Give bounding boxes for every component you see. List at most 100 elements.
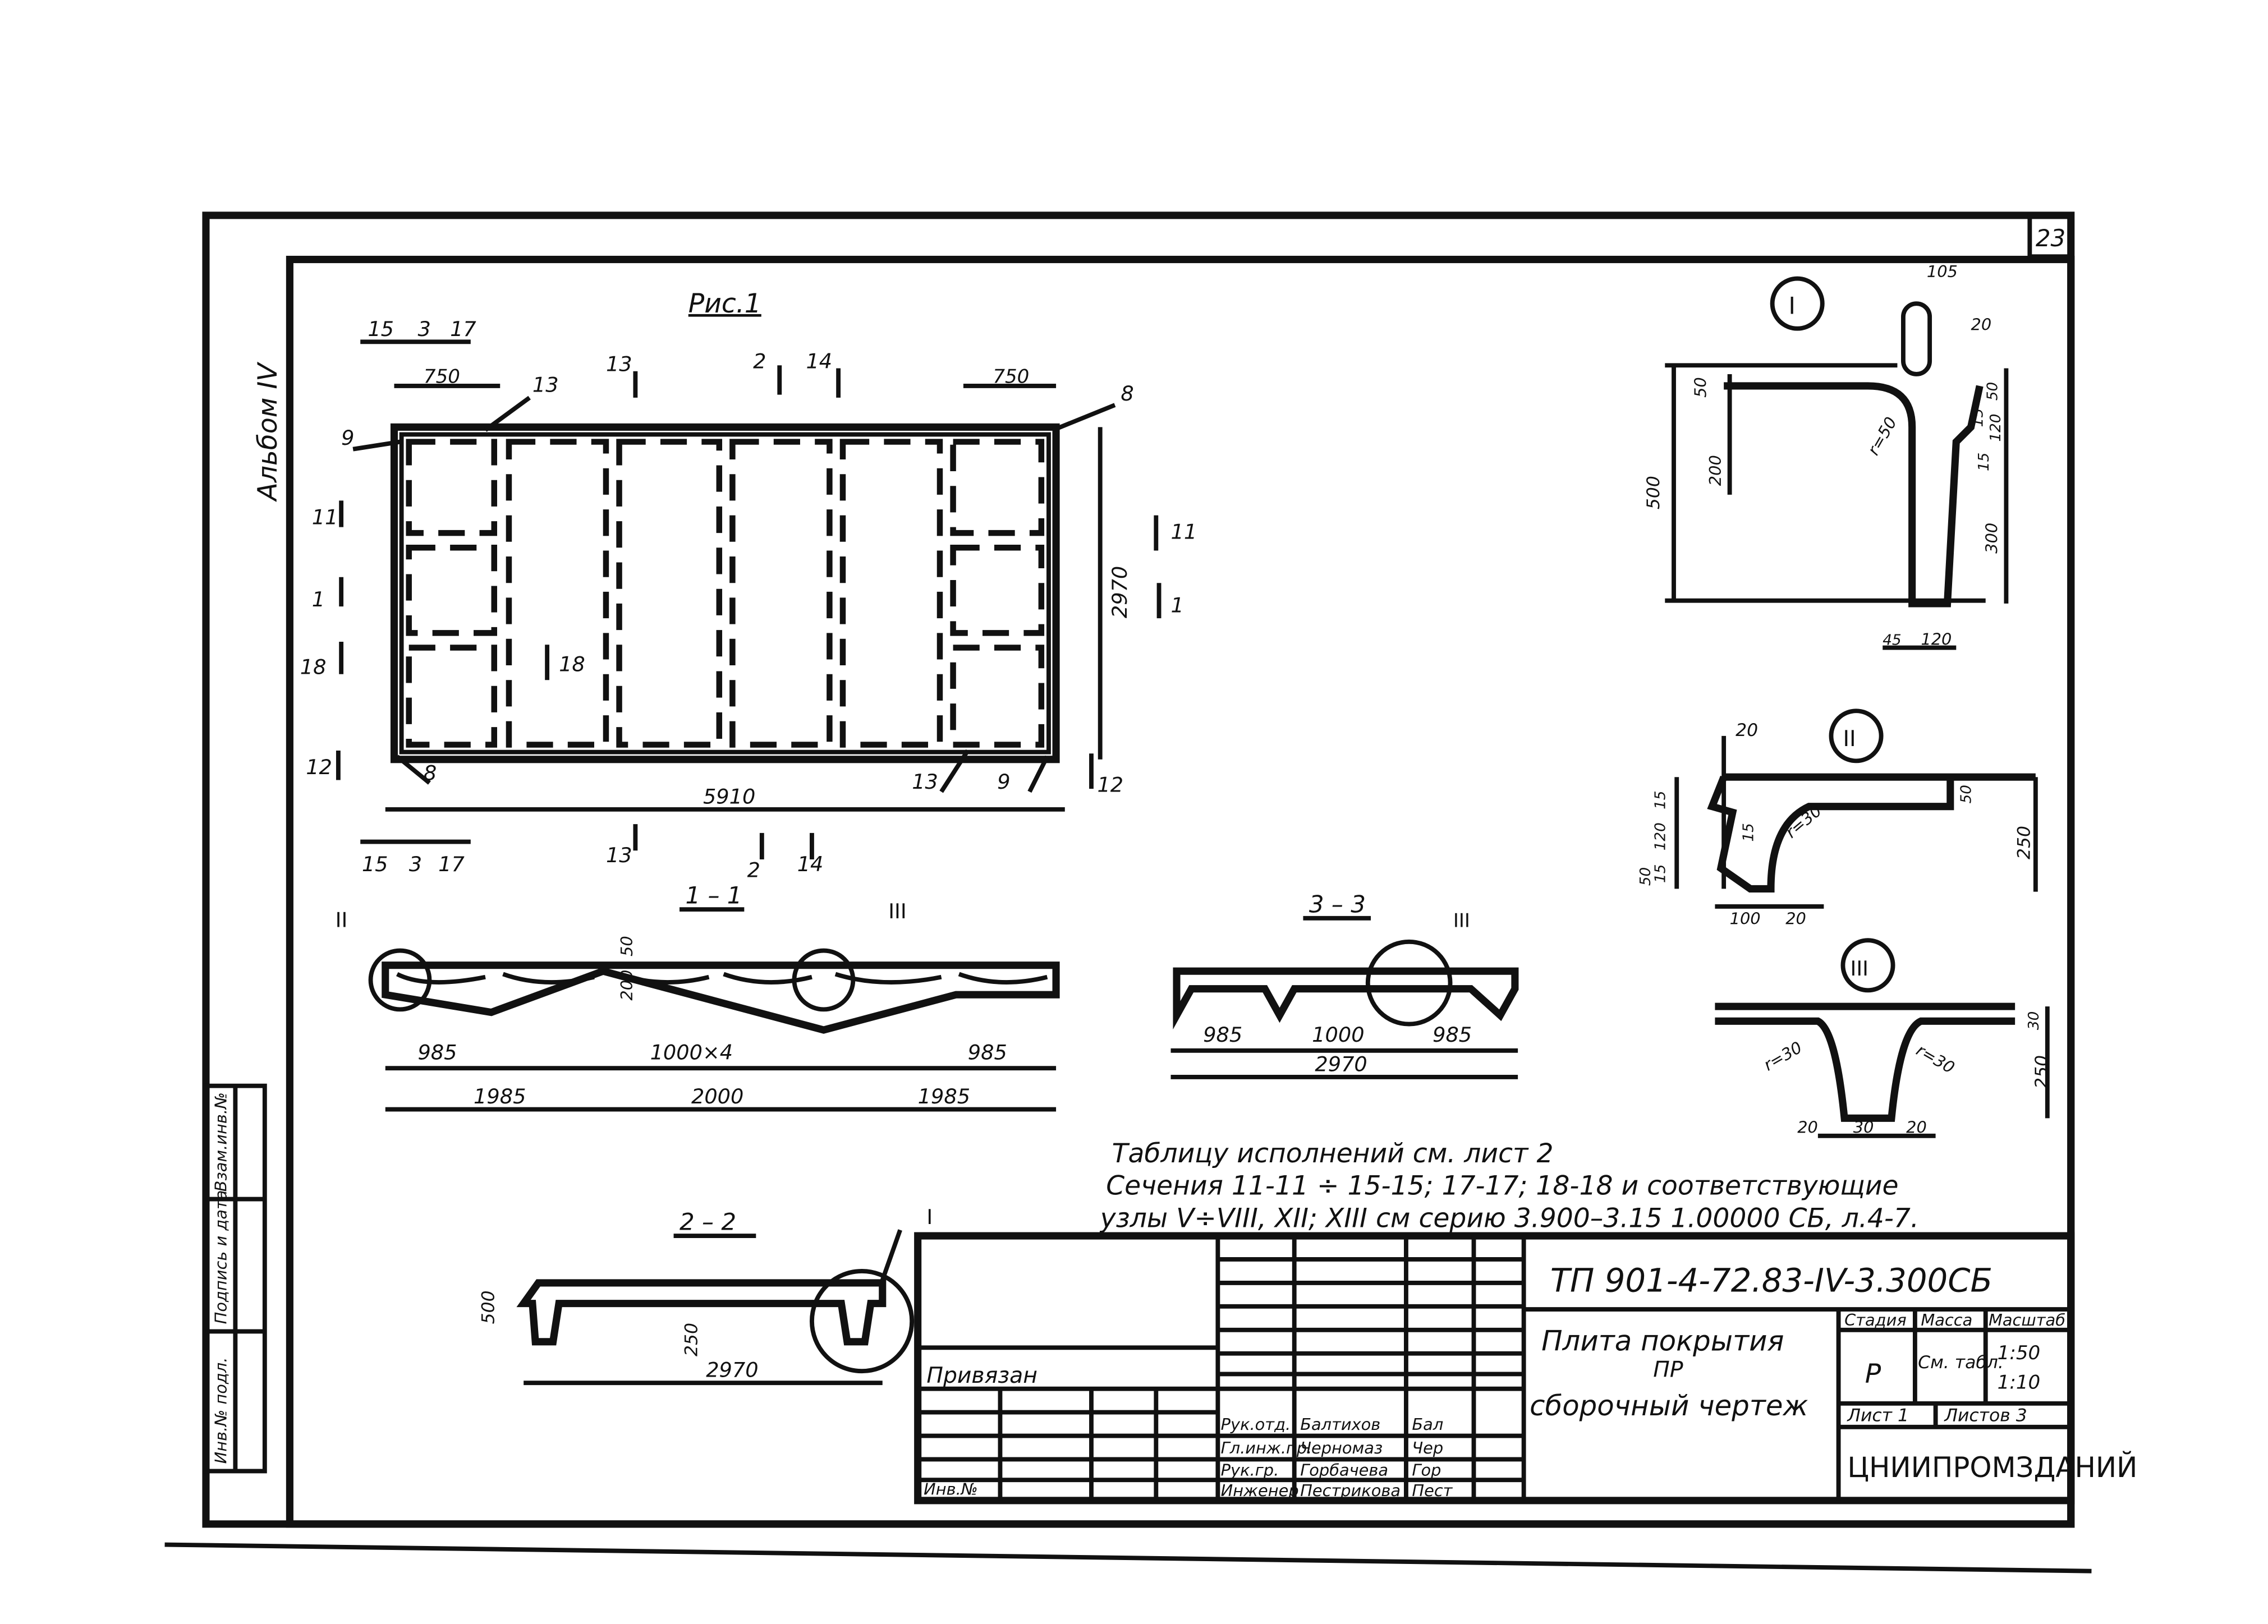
notes: Таблицу исполнений см. лист 2 Сечения 11… bbox=[1099, 1138, 1919, 1234]
node-III-radius-right: r=30 bbox=[1913, 1041, 1958, 1078]
person-name: Пестрикова bbox=[1300, 1481, 1401, 1500]
plan-bottom-mark: 15 bbox=[362, 852, 388, 876]
section-2-2-bottom-dim: 2970 bbox=[706, 1358, 758, 1382]
scale-2: 1:10 bbox=[1998, 1372, 2041, 1394]
plan-callout: 9 bbox=[997, 770, 1010, 794]
side-stamp-sign: Подпись и дата bbox=[212, 1190, 231, 1324]
leader-line bbox=[396, 755, 431, 785]
side-stamp-replace: Взам.инв.№ bbox=[212, 1092, 231, 1191]
signature: Бал bbox=[1412, 1415, 1443, 1434]
person-name: Черномаз bbox=[1300, 1438, 1383, 1457]
section-3-3-top-dim: 1000 bbox=[1312, 1023, 1364, 1047]
node-II-dim: 50 bbox=[1637, 867, 1654, 886]
plan-callout: 9 bbox=[341, 426, 354, 450]
plan-cell bbox=[839, 439, 943, 748]
sheet-label: Лист 1 bbox=[1847, 1405, 1909, 1425]
node-mark-circle-III bbox=[1365, 939, 1453, 1027]
plan-section-mark-right: 11 bbox=[1171, 520, 1197, 544]
node-I-dim: 300 bbox=[1982, 523, 2001, 554]
sheet-edge-line bbox=[164, 1542, 2092, 1574]
name-line3: сборочный чертеж bbox=[1530, 1390, 1808, 1422]
side-stamp: Инв.№ подл. Подпись и дата Взам.инв.№ bbox=[204, 1083, 267, 1474]
node-III-radius-left: r=30 bbox=[1760, 1038, 1805, 1075]
signature: Гор bbox=[1412, 1460, 1441, 1479]
plan-cell bbox=[616, 439, 723, 748]
section-2-2-height-dim: 250 bbox=[681, 1323, 701, 1356]
node-I-dim: 200 bbox=[1706, 455, 1725, 486]
plan-top-section-label: 2 bbox=[753, 349, 766, 373]
section-3-3-bottom-dim: 2970 bbox=[1315, 1052, 1367, 1076]
plan-section-mark-right: 1 bbox=[1171, 594, 1184, 618]
plan-outline bbox=[390, 423, 1060, 763]
signature: Пест bbox=[1412, 1481, 1453, 1500]
plan-cell bbox=[950, 439, 1045, 536]
plan-bottom-section-label: 2 bbox=[747, 858, 760, 882]
leader-line bbox=[1052, 403, 1116, 433]
section-1-1-height-dim: 200 bbox=[617, 970, 636, 1001]
node-II-dim: 15 bbox=[1741, 823, 1757, 841]
node-mark-circle-III bbox=[792, 948, 856, 1012]
note-line: узлы V÷VIII, XII; XIII см серию 3.900–3.… bbox=[1099, 1203, 1919, 1234]
plan-bottom-section-label: 13 bbox=[606, 843, 632, 867]
plan-cell bbox=[406, 545, 497, 636]
node-II-dim: 50 bbox=[1958, 785, 1975, 803]
plan-edge-dim-right: 750 bbox=[993, 366, 1029, 388]
node-III: III 30 250 20 30 20 r=30 r=30 bbox=[1715, 938, 2052, 1138]
plan-top-mark: 15 bbox=[368, 317, 394, 341]
plan-section-mark-left: 1 bbox=[312, 587, 325, 611]
plan-callout: 8 bbox=[1121, 381, 1133, 406]
node-II-dim: 15 bbox=[1652, 864, 1669, 883]
role: Рук.отд. bbox=[1221, 1415, 1291, 1434]
plan-cell bbox=[950, 545, 1045, 636]
plan-cell bbox=[406, 645, 497, 748]
node-II-label: II bbox=[1843, 726, 1856, 752]
person-name: Горбачева bbox=[1300, 1460, 1388, 1479]
node-I-label: I bbox=[1788, 292, 1795, 320]
col-scale: Масштаб bbox=[1989, 1310, 2065, 1329]
node-III-profile bbox=[1715, 1002, 2016, 1122]
node-I-dim: 20 bbox=[1971, 315, 1992, 334]
node-II-dim: 15 bbox=[1652, 791, 1669, 809]
section-1-1-outline bbox=[382, 961, 1060, 1034]
plan-bottom-mark: 17 bbox=[438, 852, 465, 876]
inv-no-label: Инв.№ bbox=[924, 1479, 978, 1498]
section-1-1-top-dim: 985 bbox=[968, 1040, 1007, 1064]
section-1-1-bottom-dim: 2000 bbox=[691, 1084, 743, 1108]
section-1-1-bottom-dim: 1985 bbox=[918, 1084, 970, 1108]
node-I-dim: 120 bbox=[1987, 414, 2004, 442]
node-II-dim: 20 bbox=[1736, 720, 1758, 740]
node-III-dim: 30 bbox=[1853, 1118, 1874, 1137]
leader-line bbox=[484, 395, 531, 432]
node-II-circle bbox=[1829, 709, 1884, 763]
plan-inner-mark: 18 bbox=[559, 652, 585, 676]
plan-inner-outline bbox=[399, 432, 1051, 755]
section-3-3-top-dim: 985 bbox=[1203, 1023, 1242, 1047]
sheets-label: Листов 3 bbox=[1944, 1405, 2027, 1425]
plan-bottom-section-label: 14 bbox=[797, 852, 824, 876]
node-mark-circle-II bbox=[368, 948, 432, 1012]
node-II-dim: 100 bbox=[1730, 909, 1761, 928]
privyazan-label: Привязан bbox=[926, 1363, 1037, 1388]
plan-cell bbox=[950, 645, 1045, 748]
node-II-dim: 120 bbox=[1652, 822, 1669, 850]
col-stage: Стадия bbox=[1844, 1310, 1907, 1329]
node-I-radius: r=50 bbox=[1863, 413, 1900, 458]
node-II-profile bbox=[1707, 773, 2036, 892]
node-I-profile bbox=[1724, 382, 1984, 608]
section-1-1: 1 – 1 II III 200 50 985 1000×4 985 1985 … bbox=[336, 882, 1060, 1112]
title-block: ТП 901-4-72.83-IV-3.300СБ Плита покрытия… bbox=[914, 1232, 2137, 1505]
node-I: I 105 20 50 200 500 50 15 120 15 300 45 … bbox=[1643, 262, 2009, 650]
node-III-dim: 20 bbox=[1906, 1118, 1927, 1137]
plan-callout: 13 bbox=[532, 372, 559, 397]
album-label: Альбом IV bbox=[252, 361, 283, 503]
col-mass: Масса bbox=[1921, 1310, 1972, 1329]
plan-edge-dim-left: 750 bbox=[424, 366, 460, 388]
person-name: Балтихов bbox=[1300, 1415, 1380, 1434]
section-3-3-outline bbox=[1173, 967, 1519, 1030]
section-2-2: 2 – 2 I 500 250 2970 bbox=[479, 1205, 933, 1386]
node-III-label: III bbox=[1851, 956, 1868, 981]
section-2-2-node: I bbox=[926, 1205, 933, 1229]
plan-section-mark-left: 18 bbox=[300, 655, 327, 679]
plan-cell bbox=[729, 439, 833, 748]
node-III-dim: 250 bbox=[2032, 1055, 2052, 1089]
